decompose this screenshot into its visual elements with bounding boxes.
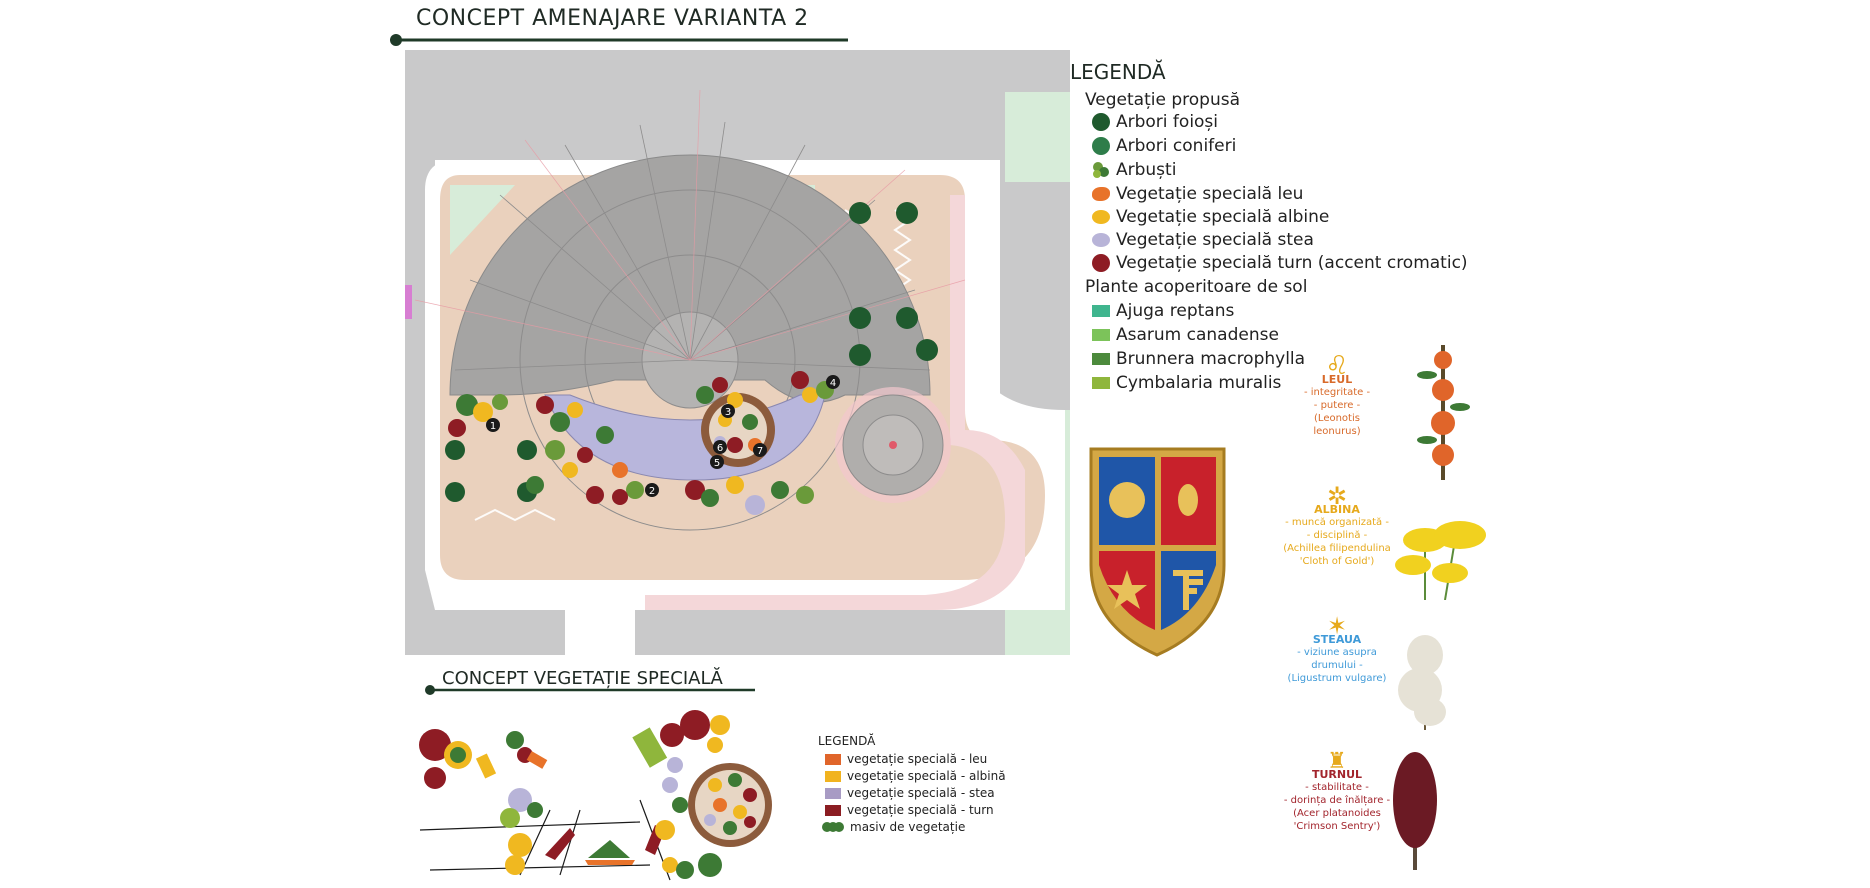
legend-item-star: Vegetație specială stea <box>1092 230 1314 250</box>
leonotis-plant-image <box>1417 345 1470 480</box>
legend-item-lion: Vegetație specială leu <box>1092 184 1303 204</box>
lion-emblem-icon <box>1109 482 1145 518</box>
lion-symbol-icon: ♌ <box>1325 351 1349 381</box>
bee-vegetation-icon <box>1092 210 1110 224</box>
conifer-tree-icon <box>1092 137 1110 155</box>
symbol-star: ✶ STEAUA - viziune asupra drumului - (Li… <box>1277 612 1397 685</box>
concept-diagram <box>419 710 772 881</box>
deciduous-tree-icon <box>1092 113 1110 131</box>
subtitle-underline <box>425 685 755 695</box>
legend-item-shrubs: Arbuști <box>1092 160 1176 180</box>
star-vegetation-icon <box>1092 233 1110 247</box>
star-symbol-icon: ✶ <box>1326 612 1348 640</box>
title-underline <box>390 34 848 46</box>
tower-swatch-icon <box>825 804 841 816</box>
asarum-swatch-icon <box>1092 329 1110 341</box>
legend-item-tower: Vegetație specială turn (accent cromatic… <box>1092 253 1468 273</box>
tower-emblem-icon <box>1173 570 1203 610</box>
small-legend-item-tower: vegetație specială - turn <box>825 803 994 817</box>
shrub-cluster-icon <box>1093 162 1109 178</box>
legend-item-conifer: Arbori coniferi <box>1092 136 1236 156</box>
achillea-plant-image <box>1395 521 1486 600</box>
small-round-plaza <box>835 387 951 503</box>
legend-section-groundcover: Plante acoperitoare de sol <box>1085 277 1308 297</box>
symbol-bee: ✲ ALBINA - muncă organizată - - discipli… <box>1277 482 1397 568</box>
legend-item-bees: Vegetație specială albine <box>1092 207 1329 227</box>
legend-section-proposed: Vegetație propusă <box>1085 90 1241 110</box>
bee-emblem-icon <box>1178 484 1198 516</box>
site-plan: 1 2 3 4 5 6 7 <box>405 50 1070 655</box>
brunnera-swatch-icon <box>1092 353 1110 365</box>
marker-4: 4 <box>830 378 836 389</box>
ajuga-swatch-icon <box>1092 305 1110 317</box>
tower-symbol-icon: ♜ <box>1327 749 1347 774</box>
small-legend-item-mass: masiv de vegetație <box>822 820 965 834</box>
marker-5: 5 <box>714 458 720 469</box>
bee-symbol-icon: ✲ <box>1326 482 1348 510</box>
marker-2: 2 <box>649 486 655 497</box>
small-legend-item-lion: vegetație specială - leu <box>825 752 987 766</box>
small-legend-title: LEGENDĂ <box>818 734 876 748</box>
legend-item-deciduous: Arbori foioși <box>1092 112 1218 132</box>
bee-swatch-icon <box>825 770 841 782</box>
marker-3: 3 <box>725 407 731 418</box>
tower-vegetation-icon <box>1092 254 1110 272</box>
legend-title: LEGENDĂ <box>1070 60 1166 84</box>
symbol-lion: ♌ LEUL - integritate - - putere - (Leono… <box>1277 351 1397 438</box>
star-swatch-icon <box>825 787 841 799</box>
small-legend-item-star: vegetație specială - stea <box>825 786 995 800</box>
vegetation-mass-icon <box>822 822 844 832</box>
legend-item-asarum: Asarum canadense <box>1092 325 1279 345</box>
coat-of-arms <box>1089 447 1226 657</box>
small-legend-item-bee: vegetație specială - albină <box>825 769 1006 783</box>
marker-6: 6 <box>717 443 723 454</box>
cymbalaria-swatch-icon <box>1092 377 1110 389</box>
legend-item-ajuga: Ajuga reptans <box>1092 301 1234 321</box>
legend-item-brunnera: Brunnera macrophylla <box>1092 349 1305 369</box>
subtitle: CONCEPT VEGETAȚIE SPECIALĂ <box>442 668 723 689</box>
marker-7: 7 <box>757 446 763 457</box>
marker-1: 1 <box>490 421 496 432</box>
lion-vegetation-icon <box>1092 187 1110 201</box>
symbol-tower: ♜ TURNUL - stabilitate - - dorința de în… <box>1277 749 1397 833</box>
star-emblem-icon <box>1107 570 1147 609</box>
ligustrum-plant-image <box>1398 635 1446 730</box>
lion-swatch-icon <box>825 753 841 765</box>
legend-item-cymbalaria: Cymbalaria muralis <box>1092 373 1281 393</box>
acer-plant-image <box>1393 752 1437 870</box>
